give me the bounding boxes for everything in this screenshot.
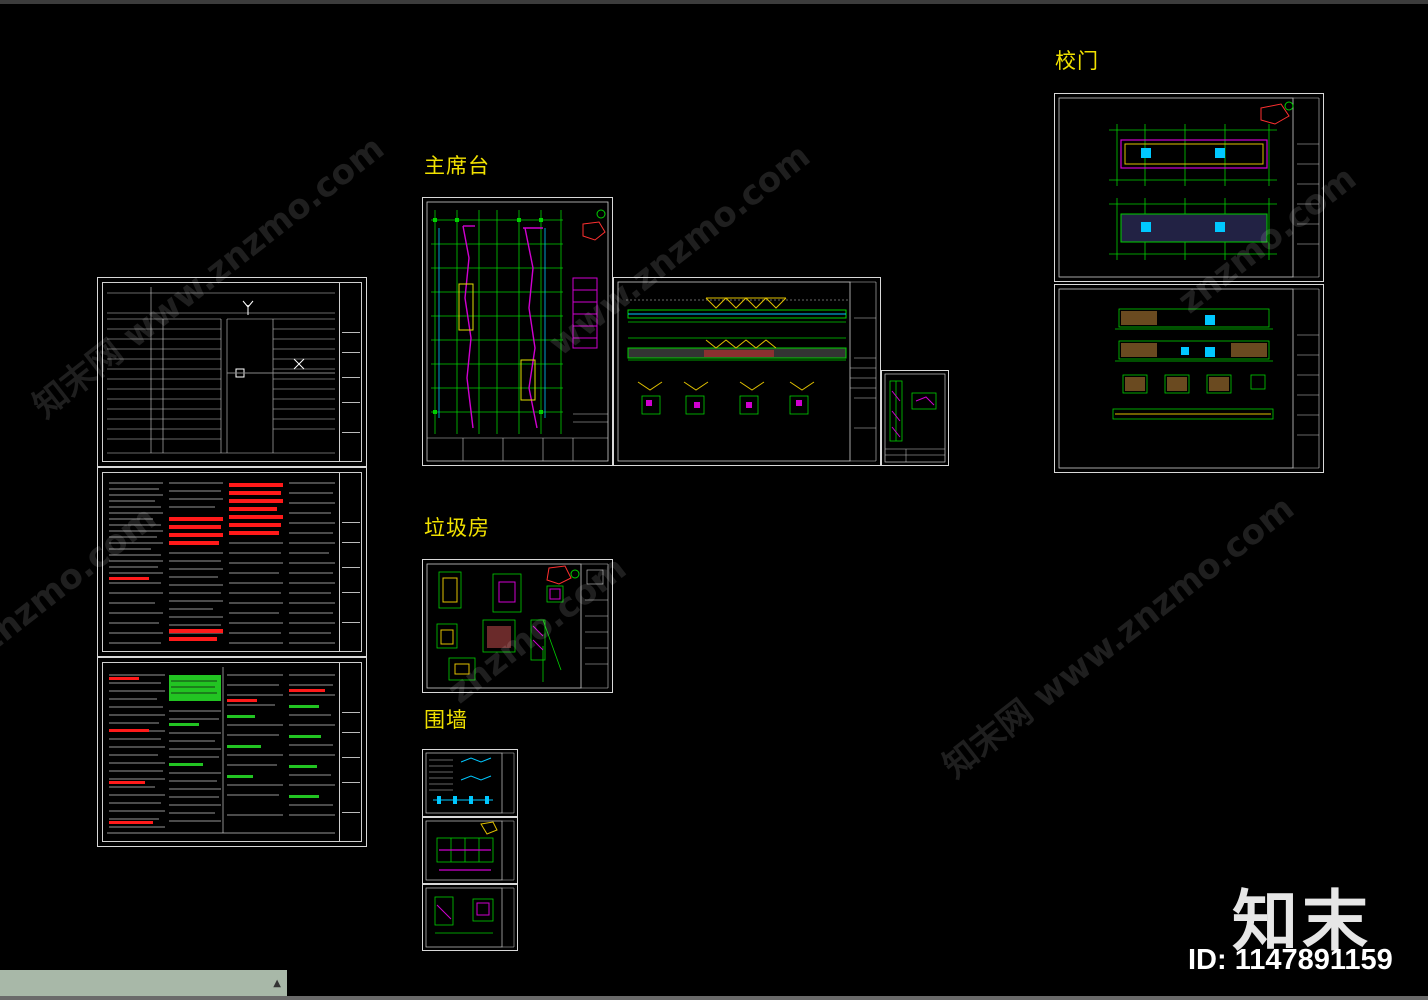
- brand-logo-text: 知末: [1232, 883, 1372, 960]
- label-podium: 主席台: [424, 154, 490, 178]
- drawing-sheet-wall-3[interactable]: [422, 884, 518, 951]
- watermark-site-url-3: 知末网 www.znzmo.com: [931, 482, 1303, 787]
- drawing-sheet-wall-1[interactable]: [422, 749, 518, 817]
- watermark-site-name: 知末网: [935, 692, 1041, 787]
- drawing-sheet-podium-detail[interactable]: [881, 370, 949, 466]
- title-block: [339, 472, 362, 652]
- asset-id-text: ID: 1147891159: [1188, 944, 1393, 976]
- drawing-sheet-wall-2[interactable]: [422, 817, 518, 884]
- top-bar: [0, 0, 1428, 4]
- drawing-sheet-index[interactable]: [97, 277, 367, 467]
- drawing-sheet-podium-elevation[interactable]: [613, 277, 881, 466]
- sheet-notes-text-lines: [109, 482, 335, 644]
- watermark-url-text: www.znzmo.com: [1025, 488, 1302, 717]
- podium-detail-drawing: [884, 373, 946, 463]
- drawing-sheet-podium-plan[interactable]: [422, 197, 613, 466]
- command-line-bar[interactable]: ▲: [0, 970, 287, 998]
- drawing-sheet-gate-plan[interactable]: [1054, 93, 1324, 282]
- expand-up-icon[interactable]: ▲: [273, 978, 281, 989]
- sheet-notes-text-lines: [107, 667, 335, 834]
- label-wall: 围墙: [424, 708, 468, 732]
- label-school-gate: 校门: [1055, 49, 1099, 73]
- sheet-table-lines: [107, 287, 335, 454]
- drawing-sheet-gate-elevation[interactable]: [1054, 284, 1324, 473]
- wall-drawing-1: [425, 752, 515, 814]
- garbage-room-drawing: [426, 563, 609, 689]
- podium-plan-drawing: [426, 201, 609, 462]
- gate-elevation-drawing: [1058, 288, 1320, 469]
- title-block: [339, 282, 362, 462]
- drawing-sheet-garbage-room[interactable]: [422, 559, 613, 693]
- gate-plan-drawing: [1058, 97, 1320, 278]
- drawing-sheet-notes-1[interactable]: [97, 467, 367, 657]
- bottom-bar: [0, 996, 1428, 1000]
- podium-elevation-drawing: [617, 281, 877, 462]
- wall-drawing-2: [425, 820, 515, 881]
- drawing-sheet-notes-2[interactable]: [97, 657, 367, 847]
- title-block: [339, 662, 362, 842]
- wall-drawing-3: [425, 887, 515, 948]
- label-garbage-room: 垃圾房: [424, 516, 490, 540]
